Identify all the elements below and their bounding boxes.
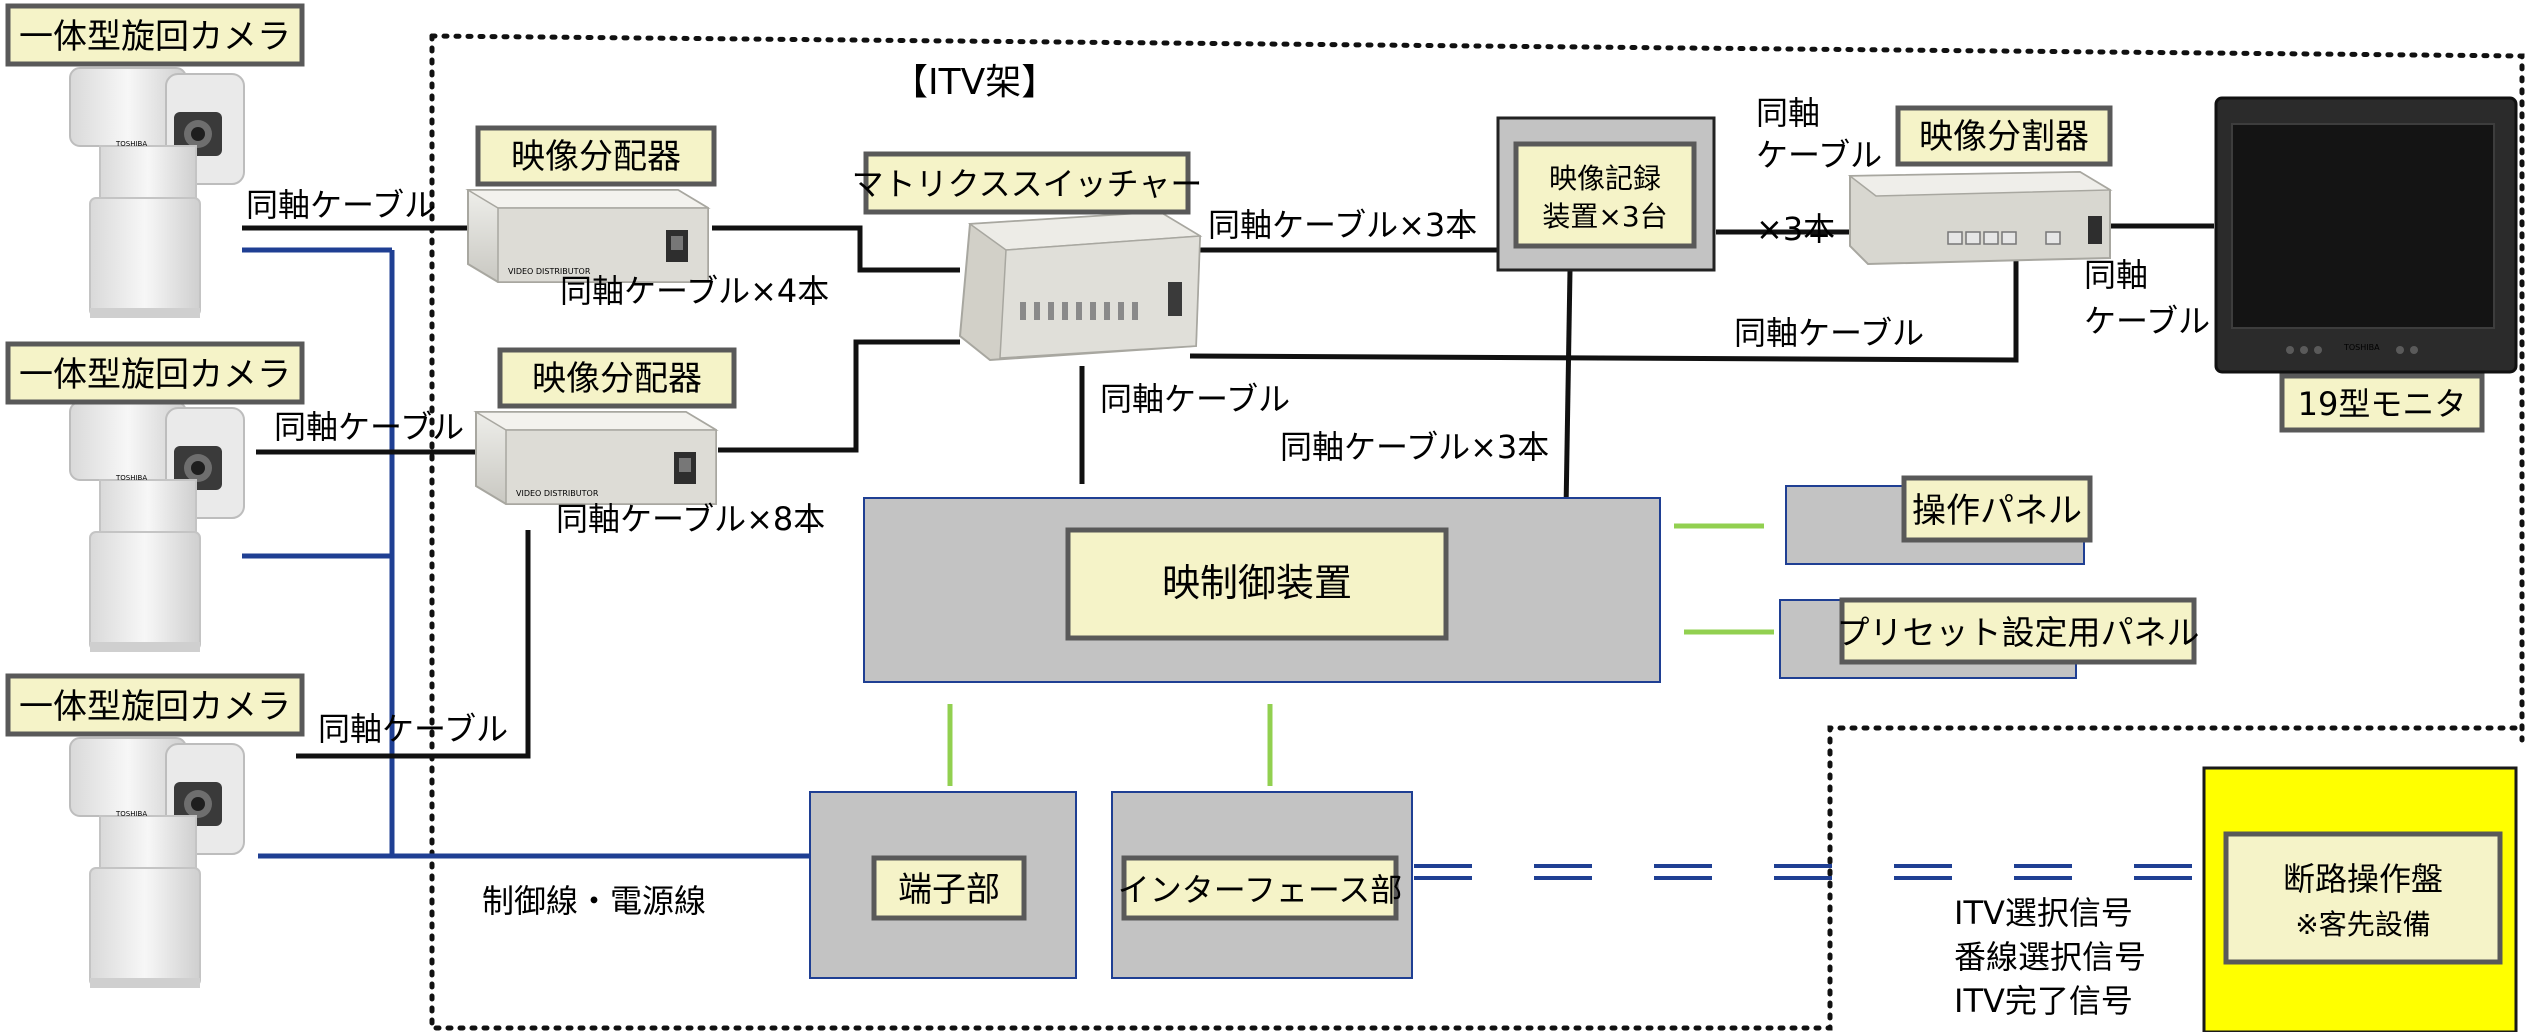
label-dist1-x4: 同軸ケーブル×4本 — [560, 272, 829, 310]
monitor-label: 19型モニタ — [2279, 373, 2485, 433]
signal-line-select: 番線選択信号 — [1954, 938, 2146, 976]
svg-text:映制御装置: 映制御装置 — [1162, 561, 1352, 605]
svg-text:VIDEO DISTRIBUTOR: VIDEO DISTRIBUTOR — [508, 267, 591, 276]
camera-2-label: 一体型旋回カメラ — [5, 341, 305, 405]
monitor-19: TOSHIBA — [2214, 96, 2518, 374]
svg-text:マトリクススイッチャー: マトリクススイッチャー — [852, 165, 1203, 203]
camera-3: TOSHIBA — [69, 737, 245, 989]
operation-panel: 操作パネル — [1785, 475, 2093, 565]
svg-text:プリセット設定用パネル: プリセット設定用パネル — [1837, 613, 2200, 652]
signal-labels: ITV選択信号 番線選択信号 ITV完了信号 — [1954, 894, 2146, 1020]
itv-rack-frame-left — [429, 33, 2525, 1031]
cable-labels: 同軸ケーブル 同軸ケーブル 同軸ケーブル 同軸ケーブル×4本 同軸ケーブル×8本… — [246, 94, 2210, 920]
svg-text:インターフェース部: インターフェース部 — [1118, 871, 1402, 909]
signal-line — [1414, 864, 2198, 880]
video-splitter — [1847, 170, 2113, 266]
label-rec-split-1: 同軸 — [1756, 94, 1820, 132]
camera-3-label: 一体型旋回カメラ — [5, 673, 305, 737]
label-cam3-coax: 同軸ケーブル — [318, 710, 508, 748]
video-distributor-1-label: 映像分配器 — [475, 125, 717, 187]
camera-brand: TOSHIBA — [115, 810, 147, 818]
video-controller: 映制御装置 — [863, 497, 1661, 683]
svg-text:映像分配器: 映像分配器 — [532, 359, 702, 399]
svg-text:断路操作盤: 断路操作盤 — [2283, 860, 2443, 898]
svg-text:19型モニタ: 19型モニタ — [2298, 385, 2467, 423]
svg-text:映像分割器: 映像分割器 — [1919, 117, 2089, 157]
interface-unit: インターフェース部 — [1111, 791, 1413, 979]
matrix-switcher — [958, 210, 1203, 362]
camera-brand: TOSHIBA — [115, 474, 147, 482]
video-recorder: 映像記録 装置×3台 — [1496, 116, 1716, 272]
svg-text:一体型旋回カメラ: 一体型旋回カメラ — [19, 17, 291, 57]
label-matrix-to-splitter: 同軸ケーブル — [1734, 314, 1924, 352]
label-cam1-coax: 同軸ケーブル — [246, 186, 436, 224]
svg-text:映像記録: 映像記録 — [1549, 162, 1661, 195]
breaker-panel: 断路操作盤 ※客先設備 — [2202, 766, 2518, 1032]
label-split-monitor-2: ケーブル — [2084, 302, 2210, 340]
video-splitter-label: 映像分割器 — [1895, 105, 2113, 167]
terminal-unit: 端子部 — [809, 791, 1077, 979]
camera-2: TOSHIBA — [69, 401, 245, 653]
svg-text:VIDEO DISTRIBUTOR: VIDEO DISTRIBUTOR — [516, 489, 599, 498]
svg-text:装置×3台: 装置×3台 — [1542, 200, 1667, 233]
svg-text:操作パネル: 操作パネル — [1912, 491, 2082, 531]
matrix-switcher-label: マトリクススイッチャー — [852, 151, 1203, 215]
svg-text:一体型旋回カメラ: 一体型旋回カメラ — [19, 355, 291, 395]
svg-text:※客先設備: ※客先設備 — [2295, 908, 2430, 941]
camera-1: TOSHIBA — [69, 67, 245, 319]
video-distributor-1: VIDEO DISTRIBUTOR — [467, 189, 709, 283]
signal-itv-complete: ITV完了信号 — [1954, 982, 2133, 1020]
label-matrix-to-recorder: 同軸ケーブル×3本 — [1208, 206, 1477, 244]
label-cam2-coax: 同軸ケーブル — [274, 408, 464, 446]
svg-text:TOSHIBA: TOSHIBA — [2343, 343, 2380, 352]
label-split-monitor-1: 同軸 — [2084, 256, 2148, 294]
video-distributor-2: VIDEO DISTRIBUTOR — [475, 411, 717, 505]
svg-text:端子部: 端子部 — [898, 870, 1000, 910]
svg-text:一体型旋回カメラ: 一体型旋回カメラ — [19, 687, 291, 727]
itv-rack-frame — [429, 33, 2525, 743]
video-distributor-2-label: 映像分配器 — [497, 347, 737, 409]
rack-title: 【ITV架】 — [892, 62, 1057, 103]
camera-brand: TOSHIBA — [115, 140, 147, 148]
label-control-power: 制御線・電源線 — [482, 882, 706, 920]
preset-panel: プリセット設定用パネル — [1779, 597, 2200, 679]
label-dist2-x8: 同軸ケーブル×8本 — [556, 500, 825, 538]
svg-text:映像分配器: 映像分配器 — [511, 137, 681, 177]
label-recorder-to-controller: 同軸ケーブル×3本 — [1280, 428, 1549, 466]
label-rec-split-count: ×3本 — [1756, 210, 1835, 248]
label-matrix-to-controller: 同軸ケーブル — [1100, 380, 1290, 418]
camera-1-label: 一体型旋回カメラ — [5, 3, 305, 67]
label-rec-split-2: ケーブル — [1756, 136, 1882, 174]
panel-links — [947, 523, 1774, 786]
signal-itv-select: ITV選択信号 — [1954, 894, 2133, 932]
coax-lines — [242, 223, 2214, 759]
